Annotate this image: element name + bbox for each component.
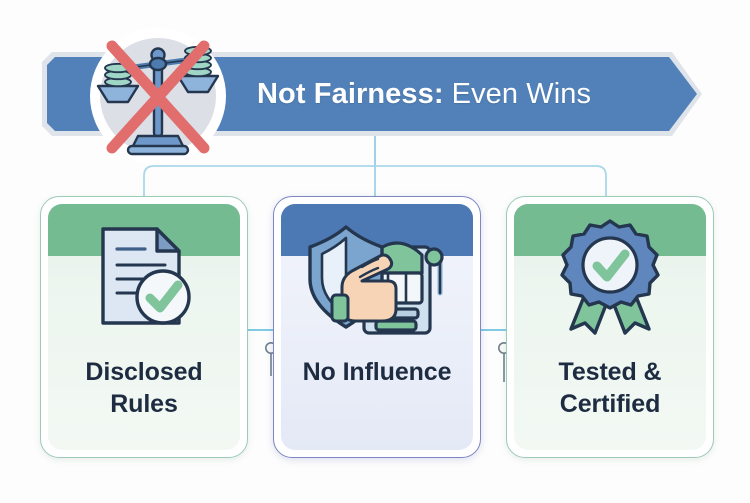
card-icon-slot — [514, 212, 706, 344]
card-label: No Influence — [281, 356, 473, 388]
banner-title: Not Fairness: Even Wins — [257, 52, 591, 136]
card-label-line1: Disclosed — [85, 358, 203, 386]
card-icon-slot — [281, 212, 473, 344]
card-no-influence[interactable]: No Influence — [273, 196, 481, 458]
card-label: Tested & Certified — [514, 356, 706, 420]
banner-title-strong: Not Fairness: — [257, 77, 444, 110]
check-mark — [592, 249, 630, 282]
document-with-check-icon — [101, 227, 191, 325]
banner-title-light: Even Wins — [451, 77, 592, 110]
rosette-badge — [560, 219, 660, 310]
hand-icon — [330, 253, 398, 323]
connector-bracket — [143, 165, 607, 197]
card-inner-surface: Tested & Certified — [514, 204, 706, 450]
shield-hand-slot-machine-icon — [308, 225, 444, 335]
card-inner-surface: Disclosed Rules — [48, 204, 240, 450]
card-label-line2: Certified — [559, 390, 661, 418]
card-icon-slot — [48, 212, 240, 344]
card-label-line1: Tested & — [558, 358, 662, 386]
certified-award-ribbon-icon — [560, 219, 660, 335]
card-label-line2: Rules — [110, 390, 178, 418]
crossed-out-balance-scale-icon — [90, 28, 226, 164]
red-cross-out-icon — [106, 40, 210, 154]
card-disclosed-rules[interactable]: Disclosed Rules — [40, 196, 248, 458]
check-mark — [145, 280, 183, 313]
card-label-line1: No Influence — [302, 358, 452, 386]
card-tested-certified[interactable]: Tested & Certified — [506, 196, 714, 458]
card-inner-surface: No Influence — [281, 204, 473, 450]
card-label: Disclosed Rules — [48, 356, 240, 420]
